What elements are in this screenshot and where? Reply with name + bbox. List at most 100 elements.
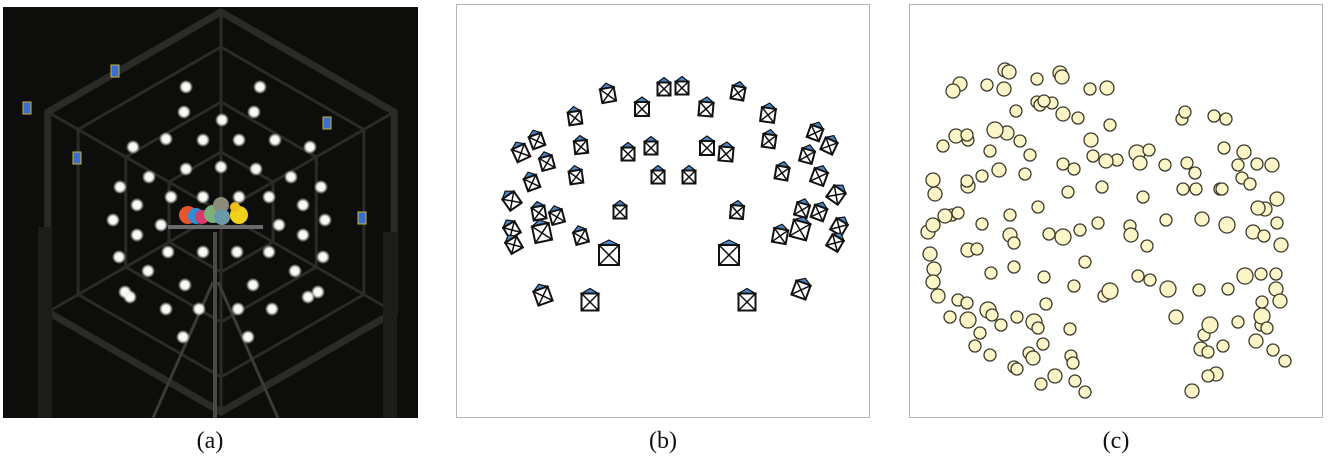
light-marker xyxy=(959,311,977,329)
light-marker xyxy=(960,174,974,188)
light-marker xyxy=(1215,182,1229,196)
light-marker xyxy=(930,288,946,304)
camera-frustum xyxy=(649,164,667,185)
light-marker xyxy=(1067,162,1081,176)
camera-frustum xyxy=(824,232,846,254)
camera-frustum xyxy=(611,199,629,220)
light-stage-photo-graphic xyxy=(22,7,398,418)
light-marker xyxy=(1278,354,1292,368)
light-marker xyxy=(1101,282,1119,300)
camera-frustum xyxy=(788,216,813,242)
camera-frustum xyxy=(760,128,779,150)
light-marker xyxy=(983,348,997,362)
light-marker xyxy=(996,81,1012,97)
light-marker xyxy=(1099,80,1115,96)
camera-frustum xyxy=(728,199,746,221)
camera-frustum xyxy=(565,105,584,127)
light-marker xyxy=(1039,297,1053,311)
light-marker xyxy=(925,217,941,233)
light-marker xyxy=(1013,134,1027,148)
light-marker xyxy=(1176,182,1190,196)
light-marker xyxy=(1207,109,1221,123)
light-marker xyxy=(1066,356,1080,370)
light-marker xyxy=(1216,339,1230,353)
light-marker xyxy=(960,296,974,310)
camera-frustum xyxy=(572,134,590,156)
light-marker xyxy=(1083,132,1099,148)
light-marker xyxy=(1266,343,1280,357)
light-marker xyxy=(1056,157,1070,171)
light-marker xyxy=(1201,345,1215,359)
light-marker xyxy=(1054,69,1070,85)
light-marker xyxy=(983,144,997,158)
light-marker xyxy=(1168,309,1184,325)
light-marker xyxy=(1025,350,1041,366)
light-marker xyxy=(1123,227,1139,243)
light-marker xyxy=(1188,166,1202,180)
light-marker xyxy=(1003,208,1017,222)
camera-frustum xyxy=(805,121,825,143)
light-marker xyxy=(960,128,974,142)
camera-frustum xyxy=(773,160,792,182)
light-marker xyxy=(1037,270,1051,284)
caption-a: (a) xyxy=(196,428,224,454)
light-marker xyxy=(936,139,950,153)
camera-frustum xyxy=(736,287,758,312)
light-marker xyxy=(1236,267,1254,285)
light-marker xyxy=(1189,182,1203,196)
light-marker xyxy=(1269,191,1285,207)
light-marker xyxy=(1273,237,1289,253)
light-marker xyxy=(1221,282,1235,296)
camera-frustum xyxy=(500,189,524,213)
light-marker xyxy=(1007,260,1021,274)
light-marker xyxy=(1178,105,1192,119)
light-marker xyxy=(1071,111,1085,125)
light-marker xyxy=(945,83,961,99)
light-marker xyxy=(1136,190,1150,204)
light-marker xyxy=(1010,362,1024,376)
light-marker xyxy=(1231,315,1245,329)
light-marker xyxy=(1255,295,1269,309)
camera-frustum xyxy=(819,134,839,156)
camera-frustum xyxy=(522,171,542,193)
light-marker xyxy=(951,206,965,220)
light-marker xyxy=(980,78,994,92)
light-marker xyxy=(1248,333,1264,349)
camera-frustum xyxy=(808,165,830,188)
light-marker xyxy=(1201,316,1219,334)
light-marker xyxy=(925,172,941,188)
light-marker xyxy=(1091,216,1105,230)
camera-frustum xyxy=(510,141,532,164)
camera-frustum xyxy=(655,76,673,97)
camera-frustum xyxy=(680,164,698,185)
light-marker xyxy=(1131,269,1145,283)
camera-frustum xyxy=(642,135,660,156)
light-marker xyxy=(925,274,941,290)
light-marker xyxy=(986,121,1004,139)
light-marker xyxy=(1031,200,1045,214)
light-marker xyxy=(1037,94,1051,108)
light-marker xyxy=(975,169,989,183)
camera-frustum xyxy=(698,135,716,156)
light-marker xyxy=(1042,227,1056,241)
light-marker xyxy=(1031,321,1045,335)
light-marker xyxy=(926,261,942,277)
light-marker xyxy=(968,339,982,353)
camera-frustum xyxy=(531,283,554,307)
camera-frustums-graphic xyxy=(500,75,850,312)
camera-frustum xyxy=(633,96,651,117)
light-marker xyxy=(1192,283,1206,297)
light-marker xyxy=(1250,200,1266,216)
light-marker xyxy=(1264,157,1280,173)
light-marker xyxy=(1055,106,1071,122)
camera-frustum xyxy=(758,102,778,125)
light-marker xyxy=(973,326,987,340)
light-marker xyxy=(1103,118,1117,132)
light-marker xyxy=(1272,293,1288,309)
light-marker xyxy=(975,217,989,231)
light-marker xyxy=(1018,167,1032,181)
light-marker xyxy=(937,208,953,224)
light-stage-photo xyxy=(3,7,418,418)
light-marker xyxy=(1269,267,1283,281)
light-marker xyxy=(1254,267,1268,281)
